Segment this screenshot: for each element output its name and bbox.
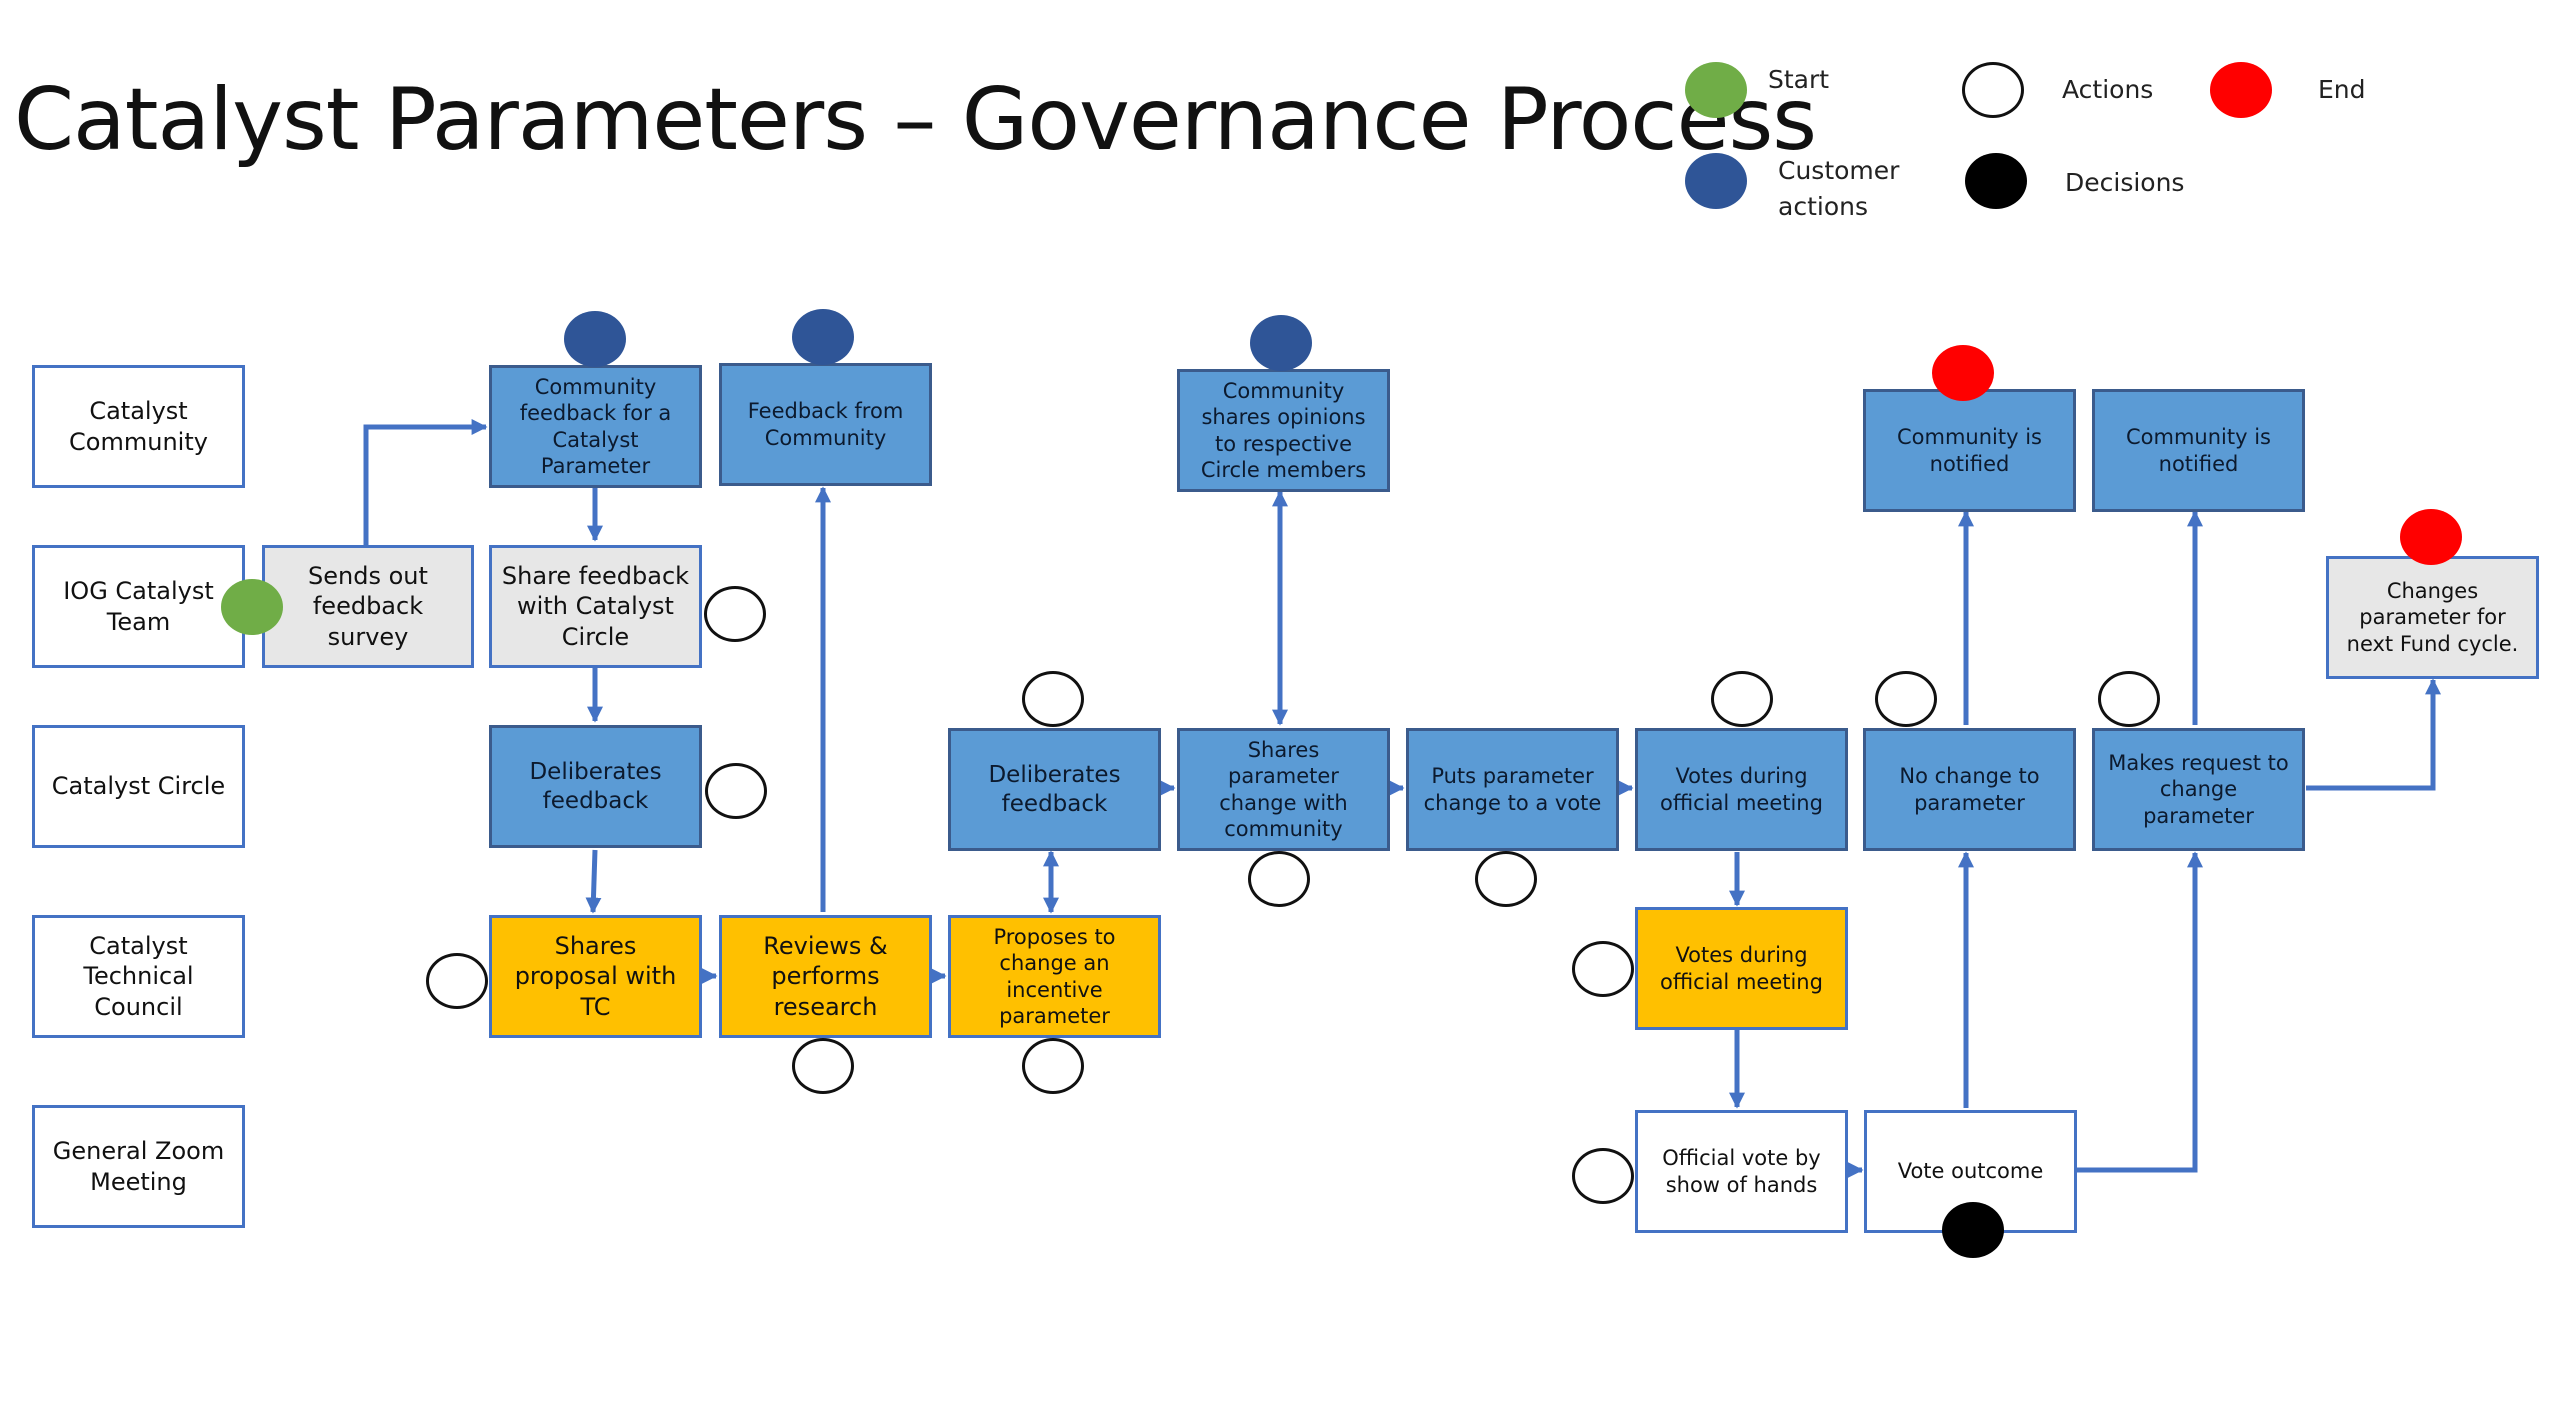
- legend-decisions-label: Decisions: [2065, 168, 2185, 197]
- step-proposes-change: Proposes to change an incentive paramete…: [948, 915, 1161, 1038]
- step-shares-parameter-change: Shares parameter change with community: [1177, 728, 1390, 851]
- lane-catalyst-circle: Catalyst Circle: [32, 725, 245, 848]
- decision-legend-icon: [1965, 153, 2027, 209]
- decision-marker-vote-outcome: [1942, 1202, 2004, 1258]
- action-marker-shares-parameter: [1248, 851, 1310, 907]
- customer-action-marker-community-shares: [1250, 315, 1312, 371]
- legend-end-label: End: [2318, 75, 2366, 104]
- step-deliberates-feedback-2: Deliberates feedback: [948, 728, 1161, 851]
- step-feedback-from-community: Feedback from Community: [719, 363, 932, 486]
- step-community-is-notified-2: Community is notified: [2092, 389, 2305, 512]
- step-community-feedback: Community feedback for a Catalyst Parame…: [489, 365, 702, 488]
- customer-actions-legend-icon: [1685, 153, 1747, 209]
- arrow-outcome-to-makes-request: [2076, 851, 2204, 1173]
- step-community-shares-opinions: Community shares opinions to respective …: [1177, 369, 1390, 492]
- action-marker-makes-request: [2098, 671, 2160, 727]
- arrow-survey-to-community-feedback: [363, 418, 488, 545]
- action-marker-votes-tc: [1572, 941, 1634, 997]
- step-vote-outcome: Vote outcome: [1864, 1110, 2077, 1233]
- end-legend-icon: [2210, 62, 2272, 118]
- step-reviews-performs-research: Reviews & performs research: [719, 915, 932, 1038]
- lane-general-zoom-meeting: General Zoom Meeting: [32, 1105, 245, 1228]
- action-marker-deliberates-2: [1022, 671, 1084, 727]
- arrow-deliberates-to-proposal: [585, 849, 602, 914]
- step-official-vote-by-show-of-hands: Official vote by show of hands: [1635, 1110, 1848, 1233]
- lane-iog-catalyst-team: IOG Catalyst Team: [32, 545, 245, 668]
- start-legend-icon: [1685, 62, 1747, 118]
- step-community-is-notified-1: Community is notified: [1863, 389, 2076, 512]
- step-changes-parameter-next-fund-cycle: Changes parameter for next Fund cycle.: [2326, 556, 2539, 679]
- lane-catalyst-technical-council: Catalyst Technical Council: [32, 915, 245, 1038]
- step-shares-proposal-with-tc: Shares proposal with TC: [489, 915, 702, 1038]
- action-marker-deliberates-1: [705, 763, 767, 819]
- page-title: Catalyst Parameters – Governance Process: [14, 70, 1817, 170]
- step-share-feedback-with-circle: Share feedback with Catalyst Circle: [489, 545, 702, 668]
- action-marker-share-feedback: [704, 586, 766, 642]
- action-marker-puts-vote: [1475, 851, 1537, 907]
- step-sends-out-feedback-survey: Sends out feedback survey: [262, 545, 474, 668]
- action-marker-proposes-change: [1022, 1038, 1084, 1094]
- customer-action-marker-feedback-from-community: [792, 309, 854, 365]
- start-marker: [221, 579, 283, 635]
- step-puts-parameter-change-to-vote: Puts parameter change to a vote: [1406, 728, 1619, 851]
- end-marker-community-notified: [1932, 345, 1994, 401]
- action-marker-no-change: [1875, 671, 1937, 727]
- arrow-makes-request-to-changes: [2306, 678, 2442, 791]
- step-votes-during-official-meeting-tc: Votes during official meeting: [1635, 907, 1848, 1030]
- action-marker-shares-proposal: [426, 953, 488, 1009]
- step-deliberates-feedback-1: Deliberates feedback: [489, 725, 702, 848]
- action-marker-votes-circle: [1711, 671, 1773, 727]
- step-makes-request-to-change-parameter: Makes request to change parameter: [2092, 728, 2305, 851]
- action-marker-reviews-research: [792, 1038, 854, 1094]
- legend-customer-actions-label: Customer actions: [1778, 156, 1900, 221]
- end-marker-changes-parameter: [2400, 509, 2462, 565]
- legend-start-label: Start: [1768, 65, 1830, 94]
- step-votes-during-official-meeting-circle: Votes during official meeting: [1635, 728, 1848, 851]
- customer-action-marker-community-feedback: [564, 311, 626, 367]
- lane-catalyst-community: Catalyst Community: [32, 365, 245, 488]
- step-no-change-to-parameter: No change to parameter: [1863, 728, 2076, 851]
- action-marker-official-vote: [1572, 1148, 1634, 1204]
- action-legend-icon: [1962, 62, 2024, 118]
- legend-actions-label: Actions: [2062, 75, 2154, 104]
